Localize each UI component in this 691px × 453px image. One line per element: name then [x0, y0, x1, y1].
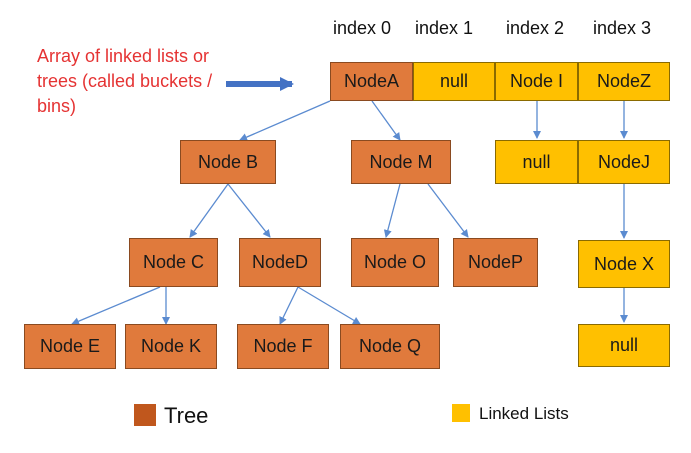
edge-d-q	[297, 286, 361, 325]
array-cell-nodea: NodeA	[330, 62, 413, 101]
index-label-2: index 2	[506, 18, 565, 38]
legend-tree-label: Tree	[164, 403, 209, 428]
legend-tree-swatch	[134, 404, 156, 426]
node-e: Node E	[24, 324, 116, 369]
array-cell-null: null	[413, 62, 495, 101]
node-x: Node X	[578, 240, 670, 288]
edge-b-d	[227, 183, 271, 238]
node-d: NodeD	[239, 238, 321, 287]
edge-c-e	[71, 286, 161, 325]
edge-m-o	[383, 183, 401, 238]
edge-m-p	[427, 183, 469, 238]
caption-text: Array of linked lists or trees (called b…	[37, 46, 213, 116]
node-p: NodeP	[453, 238, 538, 287]
node-o: Node O	[351, 238, 439, 287]
node-j: NodeJ	[578, 140, 670, 184]
node-f: Node F	[237, 324, 329, 369]
legend-list-swatch	[452, 404, 470, 422]
index-label-0: index 0	[333, 18, 392, 38]
edge-b-c	[189, 183, 229, 238]
index-label-3: index 3	[593, 18, 652, 38]
array-cell-nodez: NodeZ	[578, 62, 670, 101]
legend-list-label: Linked Lists	[479, 404, 569, 423]
list-null-end: null	[578, 324, 670, 367]
node-k: Node K	[125, 324, 217, 369]
node-q: Node Q	[340, 324, 440, 369]
index-label-1: index 1	[415, 18, 474, 38]
edge-a-m	[371, 100, 401, 141]
node-m: Node M	[351, 140, 451, 184]
array-cell-node-i: Node I	[495, 62, 578, 101]
node-b: Node B	[180, 140, 276, 184]
edge-d-f	[279, 286, 299, 325]
edge-a-b	[239, 100, 331, 141]
list-null-under-i: null	[495, 140, 578, 184]
node-c: Node C	[129, 238, 218, 287]
